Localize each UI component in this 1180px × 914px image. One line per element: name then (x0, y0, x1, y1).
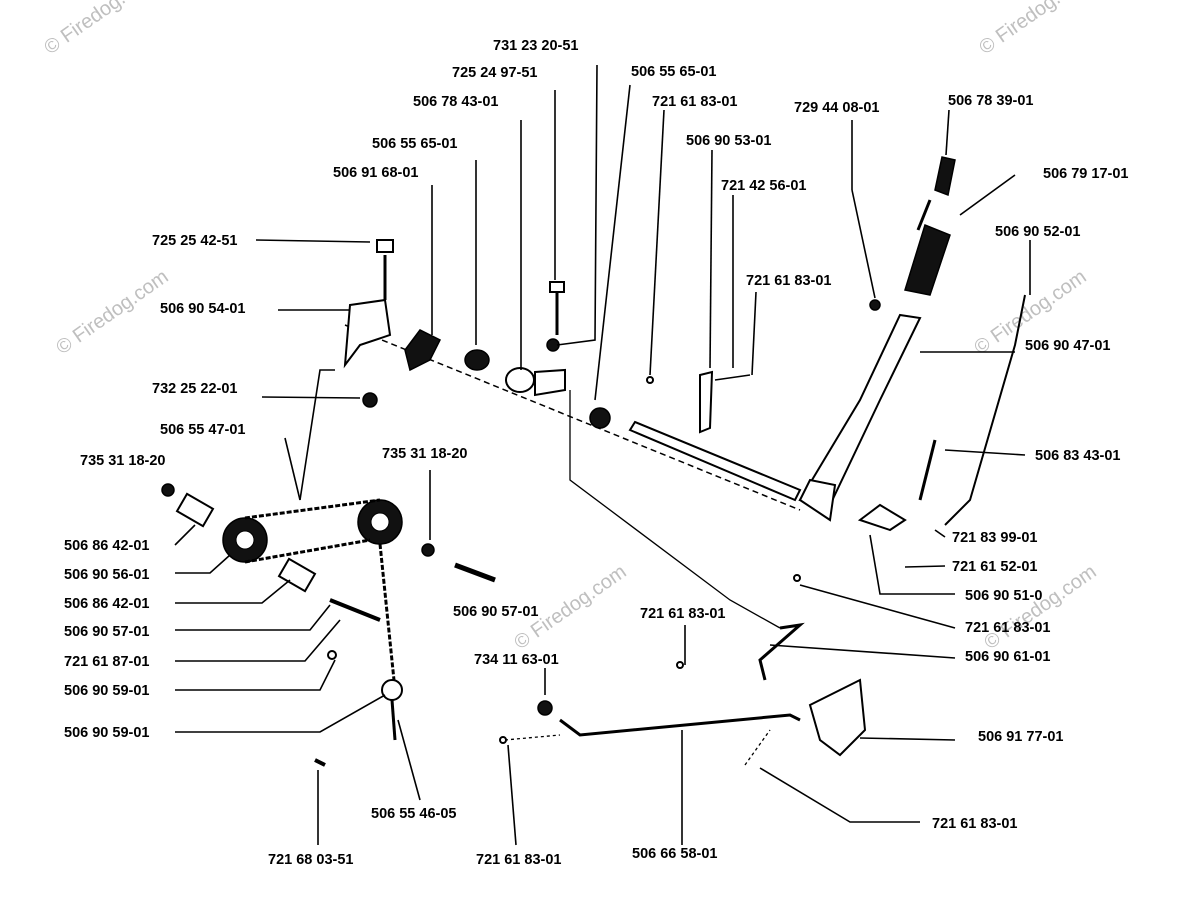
watermark: © Firedog.com (52, 266, 172, 359)
part-label: 732 25 22-01 (152, 381, 237, 397)
lever-handle-part (798, 313, 922, 507)
part-label: 506 91 68-01 (333, 165, 418, 181)
part-label: 506 78 39-01 (948, 93, 1033, 109)
part-label: 731 23 20-51 (493, 38, 578, 54)
part-label: 721 61 83-01 (746, 273, 831, 289)
part-label: 506 90 59-01 (64, 683, 149, 699)
part-label: 735 31 18-20 (80, 453, 165, 469)
part-label: 721 61 52-01 (952, 559, 1037, 575)
part-label: 734 11 63-01 (474, 652, 559, 668)
part-label: 721 61 83-01 (932, 816, 1017, 832)
part-label: 735 31 18-20 (382, 446, 467, 462)
bracket-part (343, 298, 392, 369)
part-label: 721 61 83-01 (476, 852, 561, 868)
part-label: 721 61 83-01 (652, 94, 737, 110)
part-label: 506 90 61-01 (965, 649, 1050, 665)
watermark: © Firedog.com (975, 0, 1095, 59)
part-label: 506 55 47-01 (160, 422, 245, 438)
watermark: © Firedog.com (40, 0, 160, 59)
part-label: 506 55 65-01 (631, 64, 716, 80)
part-label: 721 42 56-01 (721, 178, 806, 194)
part-label: 506 90 59-01 (64, 725, 149, 741)
part-label: 506 90 52-01 (995, 224, 1080, 240)
fork-part (404, 329, 442, 372)
part-label: 506 90 54-01 (160, 301, 245, 317)
part-labels: 731 23 20-51 725 24 97-51 506 78 43-01 5… (64, 38, 1128, 868)
part-label: 721 61 83-01 (965, 620, 1050, 636)
part-label: 506 78 43-01 (413, 94, 498, 110)
part-label: 721 83 99-01 (952, 530, 1037, 546)
part-label: 506 90 51-0 (965, 588, 1042, 604)
part-label: 506 66 58-01 (632, 846, 717, 862)
part-label: 506 91 77-01 (978, 729, 1063, 745)
part-label: 506 90 53-01 (686, 133, 771, 149)
watermarks: © Firedog.com © Firedog.com © Firedog.co… (40, 0, 1100, 654)
part-label: 721 61 83-01 (640, 606, 725, 622)
part-label: 721 61 87-01 (64, 654, 149, 670)
part-label: 506 90 56-01 (64, 567, 149, 583)
leader-lines (174, 64, 1031, 846)
parts-drawing (161, 156, 1026, 767)
part-label: 506 55 65-01 (372, 136, 457, 152)
part-label: 721 68 03-51 (268, 852, 353, 868)
pedal-rod-part (559, 713, 801, 737)
part-label: 506 79 17-01 (1043, 166, 1128, 182)
main-shaft-part (628, 420, 802, 502)
part-label: 506 90 47-01 (1025, 338, 1110, 354)
part-label: 506 86 42-01 (64, 538, 149, 554)
part-label: 506 55 46-05 (371, 806, 456, 822)
pedal-part (808, 678, 867, 757)
grip-part (904, 224, 951, 296)
part-label: 729 44 08-01 (794, 100, 879, 116)
part-label: 725 24 97-51 (452, 65, 537, 81)
part-label: 506 90 57-01 (64, 624, 149, 640)
part-label: 725 25 42-51 (152, 233, 237, 249)
part-label: 506 86 42-01 (64, 596, 149, 612)
part-label: 506 90 57-01 (453, 604, 538, 620)
part-label: 506 83 43-01 (1035, 448, 1120, 464)
